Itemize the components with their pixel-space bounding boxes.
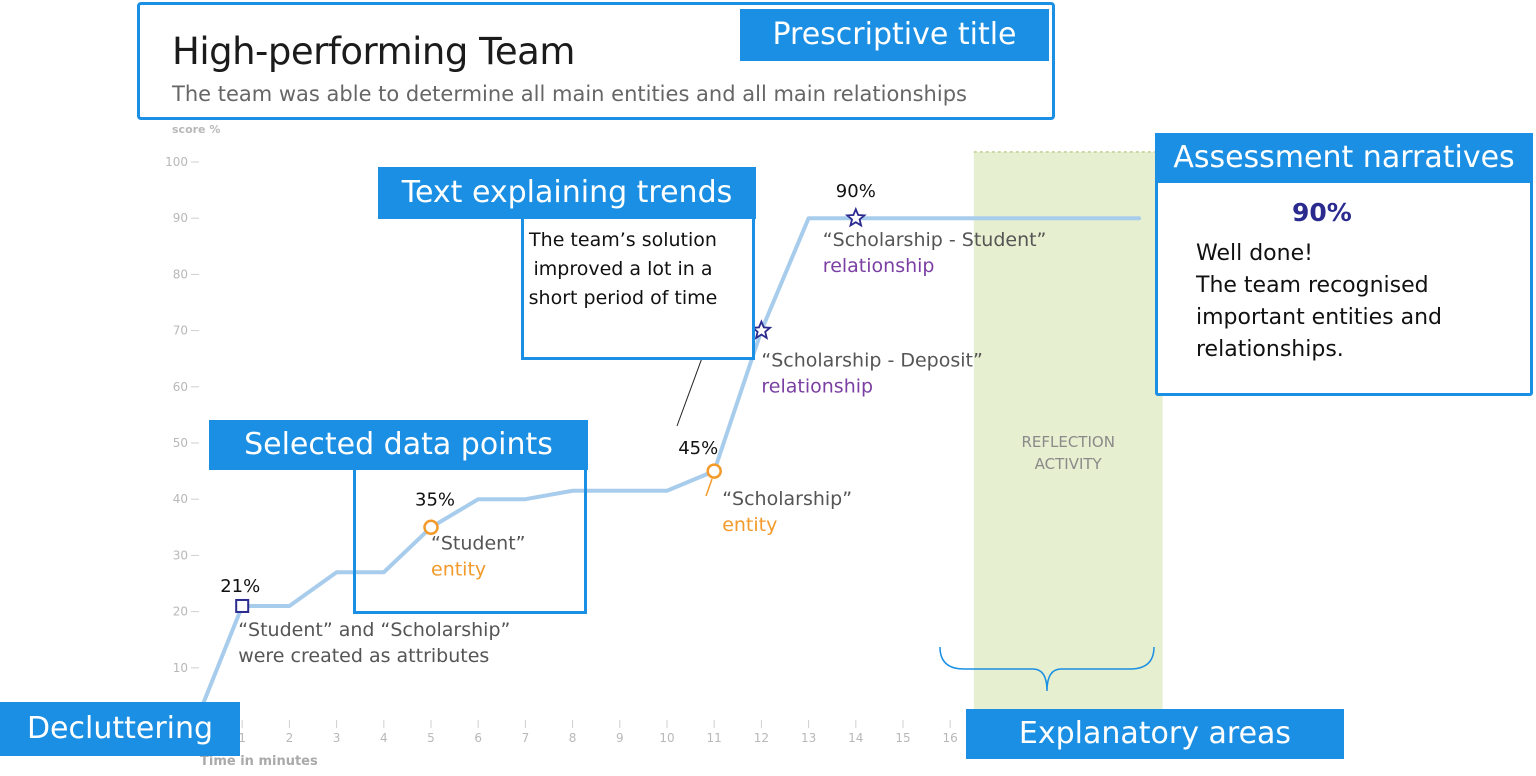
- x-tick-label: 2: [286, 731, 294, 745]
- data-point-description: “Scholarship - Student”: [823, 229, 1047, 251]
- callout-prescriptive-title: Prescriptive title: [740, 9, 1049, 61]
- data-point-description: “Scholarship - Deposit”: [761, 350, 982, 372]
- y-tick-label: 20: [173, 605, 188, 619]
- narrative-score: 90%: [1292, 198, 1352, 227]
- score-series-line: [193, 216, 1141, 726]
- title-frame: [137, 2, 1055, 120]
- data-point-value-label: 90%: [836, 181, 876, 202]
- data-point-star-marker: [750, 319, 773, 340]
- x-tick-label: 5: [427, 731, 435, 745]
- data-point-value-label: 21%: [220, 576, 260, 597]
- x-tick-label: 3: [333, 731, 341, 745]
- reflection-band: [973, 152, 1163, 752]
- y-tick-label: 100: [165, 155, 188, 169]
- trend-explanation-frame: [521, 212, 755, 360]
- callout-explanatory-areas: Explanatory areas: [966, 709, 1344, 759]
- x-tick-label: 16: [943, 731, 958, 745]
- callout-assessment-narratives: Assessment narratives: [1155, 133, 1533, 183]
- data-point-type-label: entity: [431, 558, 486, 580]
- data-point-description: “Student”: [431, 532, 525, 554]
- page-subtitle: The team was able to determine all main …: [172, 82, 967, 106]
- data-point-type-label: relationship: [823, 255, 935, 277]
- y-axis-label: score %: [172, 123, 220, 136]
- callout-text-trends: Text explaining trends: [378, 167, 756, 219]
- assessment-narrative-frame: [1155, 170, 1533, 396]
- trend-explanation-text: The team’s solution improved a lot in a …: [528, 229, 718, 309]
- data-point-value-label: 35%: [415, 489, 455, 510]
- x-tick-label: 4: [380, 731, 388, 745]
- x-tick-label: 15: [895, 731, 910, 745]
- x-tick-label: 13: [801, 731, 816, 745]
- explanatory-area-brace: [939, 646, 1155, 692]
- callout-selected-points: Selected data points: [209, 420, 588, 470]
- x-tick-label: 9: [616, 731, 624, 745]
- y-tick-label: 40: [173, 492, 188, 506]
- narrative-line-2: The team recognised important entities a…: [1196, 273, 1443, 362]
- x-tick-label: 8: [569, 731, 577, 745]
- data-point-value-label: 45%: [678, 438, 718, 459]
- y-tick-label: 60: [173, 380, 188, 394]
- data-point-star-marker: [844, 206, 867, 228]
- x-tick-label: 11: [707, 731, 722, 745]
- data-point-type-label: entity: [722, 514, 777, 536]
- page-title: High-performing Team: [172, 30, 575, 73]
- data-point-square-marker: [235, 598, 250, 613]
- y-tick-label: 70: [173, 324, 188, 338]
- x-tick-label: 12: [754, 731, 769, 745]
- x-tick-label: 1: [238, 731, 246, 745]
- y-tick-label: 90: [173, 211, 188, 225]
- x-axis-label: Time in minutes: [200, 754, 318, 769]
- callout-decluttering: Decluttering: [0, 702, 240, 756]
- y-tick-label: 10: [173, 661, 188, 675]
- data-point-circle-marker: [706, 463, 722, 479]
- x-tick-label: 10: [659, 731, 674, 745]
- x-tick-label: 6: [474, 731, 482, 745]
- data-point-description: “Scholarship”: [722, 488, 852, 510]
- data-point-circle-marker: [423, 519, 439, 536]
- x-tick-label: 14: [848, 731, 863, 745]
- data-point-description: “Student” and “Scholarship”: [238, 619, 510, 641]
- selected-points-frame: [353, 462, 587, 614]
- data-point-type-label: relationship: [761, 376, 873, 398]
- data-point-type-label: were created as attributes: [238, 645, 489, 667]
- x-tick-label: 7: [522, 731, 530, 745]
- reflection-label-line: ACTIVITY: [1035, 455, 1103, 473]
- y-tick-label: 50: [173, 436, 188, 450]
- narrative-line-1: Well done!: [1196, 241, 1313, 266]
- narrative-text: Well done! The team recognised important…: [1196, 238, 1516, 366]
- y-tick-label: 30: [173, 548, 188, 562]
- entity-tick-line: [705, 478, 713, 497]
- reflection-label-line: REFLECTION: [1021, 433, 1114, 451]
- y-tick-label: 80: [173, 267, 188, 281]
